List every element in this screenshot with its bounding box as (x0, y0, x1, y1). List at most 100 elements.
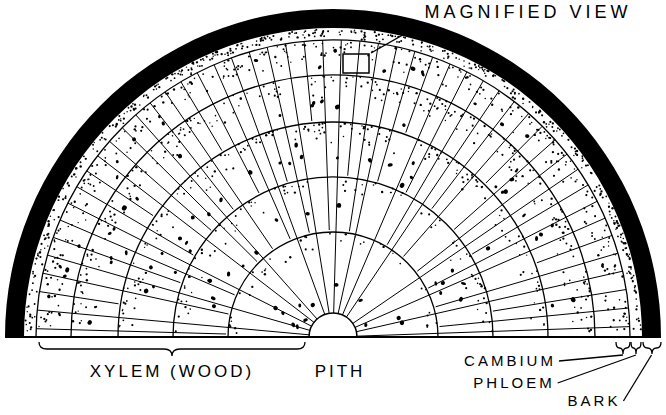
stipple-dot (512, 96, 514, 98)
stipple-dot (571, 146, 573, 148)
stipple-dot (444, 50, 446, 52)
stipple-dot (158, 86, 160, 88)
stipple-dot (280, 38, 282, 40)
stipple-dot (437, 66, 439, 68)
stipple-dot (426, 98, 428, 100)
stipple-dot (80, 303, 81, 304)
stipple-dot (58, 196, 60, 198)
stipple-dot (345, 181, 347, 183)
stipple-dot (295, 130, 297, 132)
stipple-dot (529, 101, 531, 103)
stipple-dot (265, 52, 267, 54)
stipple-dot (587, 164, 589, 166)
stipple-dot (211, 175, 213, 177)
stipple-dot (500, 209, 502, 211)
stipple-dot (263, 86, 265, 88)
stipple-dot (364, 32, 366, 34)
vessel-pore (473, 102, 477, 106)
stipple-dot (237, 65, 239, 67)
stipple-dot (385, 140, 387, 142)
braces (39, 342, 661, 356)
stipple-dot (139, 184, 141, 186)
stipple-dot (542, 306, 544, 308)
stipple-dot (32, 282, 34, 284)
stipple-dot (123, 118, 125, 120)
bark-band (5, 9, 661, 337)
stipple-dot (553, 144, 555, 146)
stipple-dot (87, 255, 89, 257)
vessel-pore (411, 161, 415, 166)
stipple-dot (445, 109, 447, 111)
stipple-dot (212, 53, 214, 55)
ray-line (77, 187, 193, 255)
stipple-dot (318, 130, 320, 132)
stipple-dot (81, 291, 83, 293)
stipple-dot (75, 168, 77, 170)
stipple-dot (476, 185, 478, 187)
vessel-pore (451, 268, 455, 273)
stipple-dot (470, 116, 472, 118)
stipple-dot (497, 151, 499, 153)
stipple-dot (320, 34, 322, 36)
stipple-dot (307, 128, 309, 130)
stipple-dot (194, 118, 195, 119)
stipple-dot (557, 153, 559, 155)
stipple-dot (135, 298, 137, 300)
stipple-dot (130, 110, 132, 112)
stipple-dot (79, 193, 81, 195)
stipple-dot (420, 104, 422, 106)
stipple-dot (626, 316, 627, 317)
stipple-dot (585, 165, 587, 167)
stipple-dot (71, 202, 73, 204)
stipple-dot (456, 245, 458, 247)
callout-label: MAGNIFIED VIEW (424, 3, 631, 23)
ray-line (53, 237, 180, 282)
ray-line (472, 185, 588, 254)
stipple-dot (534, 302, 535, 303)
stipple-dot (514, 92, 516, 94)
stipple-dot (562, 232, 564, 234)
stipple-dot (562, 181, 564, 183)
stipple-dot (343, 51, 345, 53)
stipple-dot (143, 94, 144, 95)
stipple-dot (47, 245, 48, 246)
ring-line (173, 177, 493, 337)
ray-line (387, 81, 483, 245)
stipple-dot (460, 71, 462, 73)
stipple-dot (305, 248, 307, 250)
stipple-dot (411, 40, 413, 42)
stipple-dot (112, 124, 114, 126)
stipple-dot (429, 115, 431, 117)
stipple-dot (37, 255, 39, 257)
stipple-dot (147, 97, 149, 99)
stipple-dot (559, 239, 561, 241)
stipple-dot (322, 127, 324, 129)
stipple-dot (65, 195, 67, 197)
stipple-dot (161, 213, 163, 215)
stipple-dot (25, 319, 27, 321)
stipple-dot (541, 114, 543, 116)
stipple-dot (156, 88, 158, 90)
stipple-dot (243, 148, 244, 149)
stipple-dot (361, 125, 362, 126)
stipple-dot (562, 232, 564, 234)
stipple-dot (341, 30, 342, 31)
stipple-dot (375, 35, 377, 37)
stipple-dot (330, 76, 332, 78)
stipple-dot (294, 44, 296, 46)
stipple-dot (223, 102, 225, 104)
stipple-dot (156, 220, 158, 222)
stipple-dot (177, 193, 178, 194)
stipple-dot (503, 80, 504, 81)
stipple-dot (540, 111, 542, 113)
stipple-dot (54, 267, 56, 269)
stipple-dot (113, 213, 115, 215)
stipple-dot (302, 185, 304, 187)
stipple-dot (633, 328, 635, 330)
stipple-dot (224, 154, 226, 156)
stipple-dot (72, 320, 74, 322)
stipple-dot (252, 44, 254, 46)
stipple-dot (88, 179, 89, 180)
stipple-dot (539, 309, 541, 311)
stipple-dot (428, 153, 430, 155)
